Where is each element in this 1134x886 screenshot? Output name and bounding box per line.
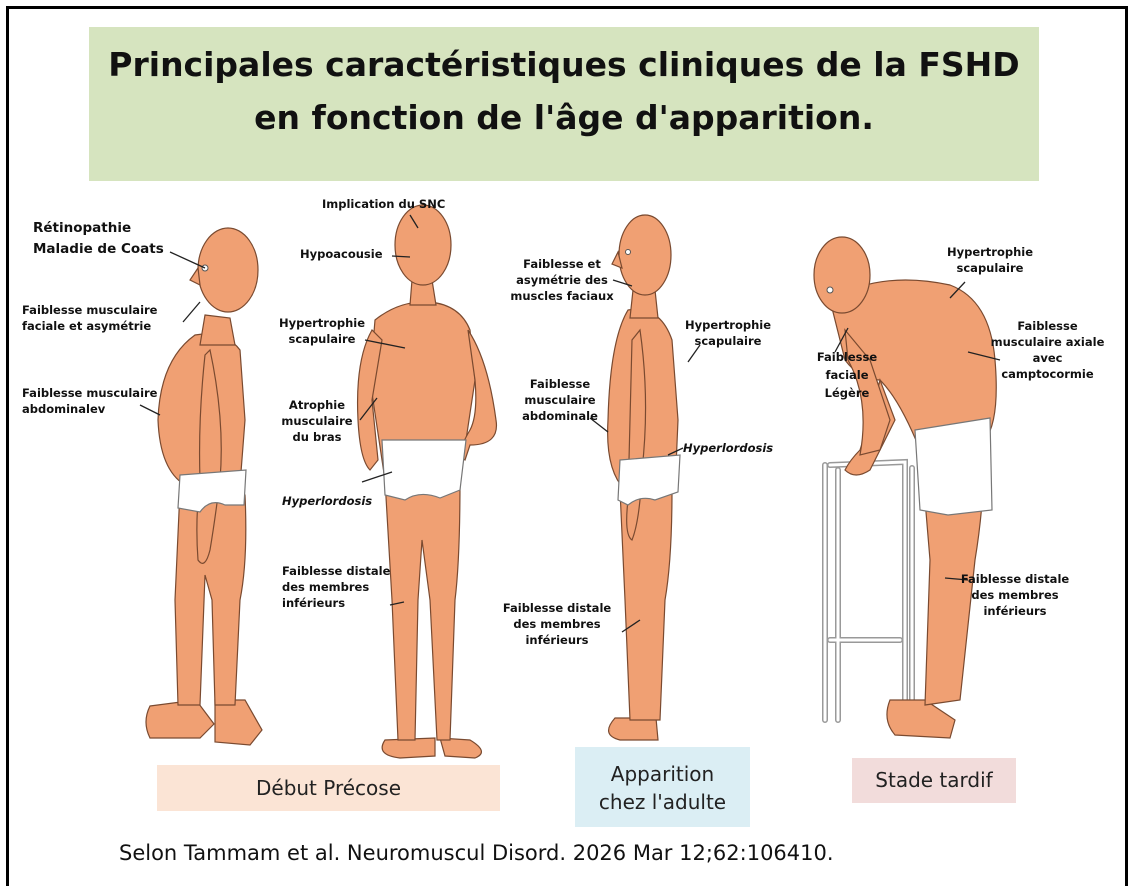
label-hypertrophie-1-line2: scapulaire <box>272 332 372 347</box>
label-distale-1-line3: inférieurs <box>282 596 345 611</box>
label-snc: Implication du SNC <box>322 197 445 212</box>
label-distale-3-line2: des membres <box>960 588 1070 603</box>
source-citation: Selon Tammam et al. Neuromuscul Disord. … <box>119 841 834 865</box>
label-hypertrophie-1-line1: Hypertrophie <box>272 316 372 331</box>
label-abdo-2-line3: abdominale <box>515 409 605 424</box>
label-faiblesse-abdo-line1: Faiblesse musculaire <box>22 386 157 401</box>
label-atrophie-line2: musculaire <box>277 414 357 429</box>
label-hypertrophie-2-line2: scapulaire <box>678 334 778 349</box>
label-distale-3-line1: Faiblesse distale <box>960 572 1070 587</box>
label-distale-1-line2: des membres <box>282 580 369 595</box>
label-faciale-3-line3: Légère <box>812 386 882 401</box>
label-hypertrophie-2-line1: Hypertrophie <box>678 318 778 333</box>
label-hypertrophie-3-line1: Hypertrophie <box>940 245 1040 260</box>
label-axiale-line2: musculaire axiale <box>985 335 1110 350</box>
label-axiale-line4: camptocormie <box>985 367 1110 382</box>
label-axiale-line1: Faiblesse <box>985 319 1110 334</box>
label-hypertrophie-3-line2: scapulaire <box>940 261 1040 276</box>
label-asymetrie-line2: asymétrie des <box>497 273 627 288</box>
label-hyperlordosis-1: Hyperlordosis <box>282 494 372 509</box>
label-distale-1-line1: Faiblesse distale <box>282 564 390 579</box>
label-abdo-2-line1: Faiblesse <box>515 377 605 392</box>
label-hypoacousie: Hypoacousie <box>300 247 383 262</box>
label-distale-3-line3: inférieurs <box>960 604 1070 619</box>
stage-label-precoce: Début Précose <box>157 776 500 800</box>
label-asymetrie-line3: muscles faciaux <box>497 289 627 304</box>
label-retinopathie: Rétinopathie <box>33 219 131 238</box>
label-faciale-3-line1: Faiblesse <box>812 350 882 365</box>
stage-label-adulte-line1: Apparition <box>575 760 750 788</box>
stage-label-tardif: Stade tardif <box>852 768 1016 792</box>
label-faiblesse-faciale-line2: faciale et asymétrie <box>22 319 151 334</box>
label-distale-2-line1: Faiblesse distale <box>502 601 612 616</box>
stage-label-adulte-line2: chez l'adulte <box>575 788 750 816</box>
figure-late-walker <box>814 237 996 738</box>
label-faiblesse-faciale-line1: Faiblesse musculaire <box>22 303 157 318</box>
label-abdo-2-line2: musculaire <box>515 393 605 408</box>
label-axiale-line3: avec <box>985 351 1110 366</box>
label-atrophie-line3: du bras <box>277 430 357 445</box>
label-asymetrie-line1: Faiblesse et <box>497 257 627 272</box>
figure-early-back <box>358 205 497 758</box>
label-atrophie-line1: Atrophie <box>277 398 357 413</box>
label-faciale-3-line2: faciale <box>812 368 882 383</box>
label-hyperlordosis-2: Hyperlordosis <box>683 441 773 456</box>
label-maladie-coats: Maladie de Coats <box>33 240 164 259</box>
label-distale-2-line3: inférieurs <box>502 633 612 648</box>
label-distale-2-line2: des membres <box>502 617 612 632</box>
stage-label-adulte: Apparition chez l'adulte <box>575 760 750 816</box>
label-faiblesse-abdo-line2: abdominalev <box>22 402 105 417</box>
figure-early-side <box>146 228 262 745</box>
